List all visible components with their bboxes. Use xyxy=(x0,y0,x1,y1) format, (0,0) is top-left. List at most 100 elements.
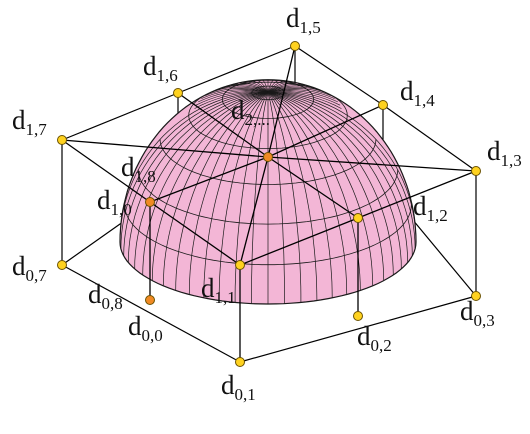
edge xyxy=(267,156,477,172)
edge xyxy=(61,139,269,158)
meridian-line xyxy=(267,91,413,256)
meridian-line xyxy=(267,88,331,96)
edge xyxy=(239,156,269,266)
meridian-line xyxy=(119,91,269,243)
meridian-line xyxy=(203,91,269,298)
meridian-line xyxy=(267,86,327,94)
point-d01 xyxy=(235,357,245,367)
point-d17 xyxy=(57,135,67,145)
edge xyxy=(294,45,384,106)
label-d00: d0,0 xyxy=(128,311,163,345)
meridian-line xyxy=(209,86,269,94)
edge xyxy=(177,45,296,94)
meridian-line xyxy=(267,91,341,106)
edge xyxy=(177,92,269,158)
meridian-line xyxy=(267,91,394,276)
meridian-line xyxy=(267,79,285,93)
point-d02 xyxy=(353,311,363,321)
edge xyxy=(61,264,241,363)
label-d13: d1,3 xyxy=(487,136,522,170)
point-d07 xyxy=(57,260,67,270)
label-d01: d0,1 xyxy=(221,370,256,404)
upper-frame xyxy=(61,45,477,296)
meridian-line xyxy=(215,85,269,93)
point-d2 xyxy=(263,152,273,162)
meridian-line xyxy=(188,91,269,295)
edge xyxy=(267,104,384,158)
edge xyxy=(61,139,151,203)
meridian-line xyxy=(123,91,269,256)
label-d15: d1,5 xyxy=(286,3,321,37)
meridian-line xyxy=(267,90,338,103)
edge xyxy=(61,92,179,141)
meridian-line xyxy=(198,90,269,103)
label-d03: d0,3 xyxy=(460,296,495,330)
edge xyxy=(149,201,241,266)
edge xyxy=(149,156,269,203)
meridian-line xyxy=(267,91,348,295)
meridian-line xyxy=(205,88,269,96)
edge xyxy=(239,217,359,266)
point-d15 xyxy=(290,41,300,51)
point-d16 xyxy=(173,88,183,98)
meridian-line xyxy=(267,81,301,93)
meridian-line xyxy=(195,91,269,106)
meridian-line xyxy=(267,82,308,93)
front-frame xyxy=(61,45,477,362)
meridian-line xyxy=(267,91,302,303)
meridian-line xyxy=(267,91,409,263)
meridian-line xyxy=(267,91,385,281)
label-d2: d2,... xyxy=(231,95,270,129)
meridian-line xyxy=(251,91,269,304)
meridian-line xyxy=(267,91,402,269)
meridian-line xyxy=(267,91,285,304)
meridian-line xyxy=(120,91,269,249)
label-d16: d1,6 xyxy=(143,51,178,85)
meridian-line xyxy=(267,91,416,249)
label-d12: d1,2 xyxy=(413,191,448,225)
meridian-line xyxy=(235,81,269,93)
meridian-line xyxy=(267,80,293,93)
point-d03 xyxy=(471,291,481,301)
meridian-line xyxy=(267,91,333,298)
point-d10 xyxy=(145,197,155,207)
meridian-line xyxy=(267,91,374,286)
label-d17: d1,7 xyxy=(12,105,47,139)
label-d07: d0,7 xyxy=(12,251,47,285)
edge xyxy=(382,104,477,172)
meridian-line xyxy=(162,91,269,286)
meridian-line xyxy=(194,91,269,109)
meridian-line xyxy=(267,89,335,99)
label-d08: d0,8 xyxy=(88,279,123,313)
meridian-line xyxy=(218,91,269,301)
meridian-line xyxy=(267,91,417,243)
meridian-line xyxy=(127,91,269,263)
meridian-line xyxy=(151,91,269,281)
point-d00 xyxy=(145,295,155,305)
edge xyxy=(267,45,296,158)
control-points xyxy=(57,41,481,367)
label-d02: d0,2 xyxy=(357,321,392,355)
meridian-line xyxy=(134,91,269,269)
meridian-line xyxy=(175,91,269,291)
meridian-line xyxy=(267,91,318,301)
point-d13 xyxy=(471,166,481,176)
point-d14 xyxy=(378,100,388,110)
meridian-line xyxy=(267,79,277,93)
meridian-line xyxy=(201,89,269,99)
meridian-line xyxy=(243,80,269,93)
meridian-line xyxy=(142,91,269,276)
label-d18: d1,8 xyxy=(121,152,156,186)
point-d11 xyxy=(235,260,245,270)
edge xyxy=(267,156,359,219)
edge xyxy=(357,170,477,219)
meridian-line xyxy=(267,91,342,109)
label-d10: d1,0 xyxy=(97,185,132,219)
meridian-line xyxy=(267,91,361,291)
edge xyxy=(239,295,477,363)
label-d14: d1,4 xyxy=(400,76,435,110)
meridian-line xyxy=(267,85,321,93)
meridian-line xyxy=(267,84,315,93)
